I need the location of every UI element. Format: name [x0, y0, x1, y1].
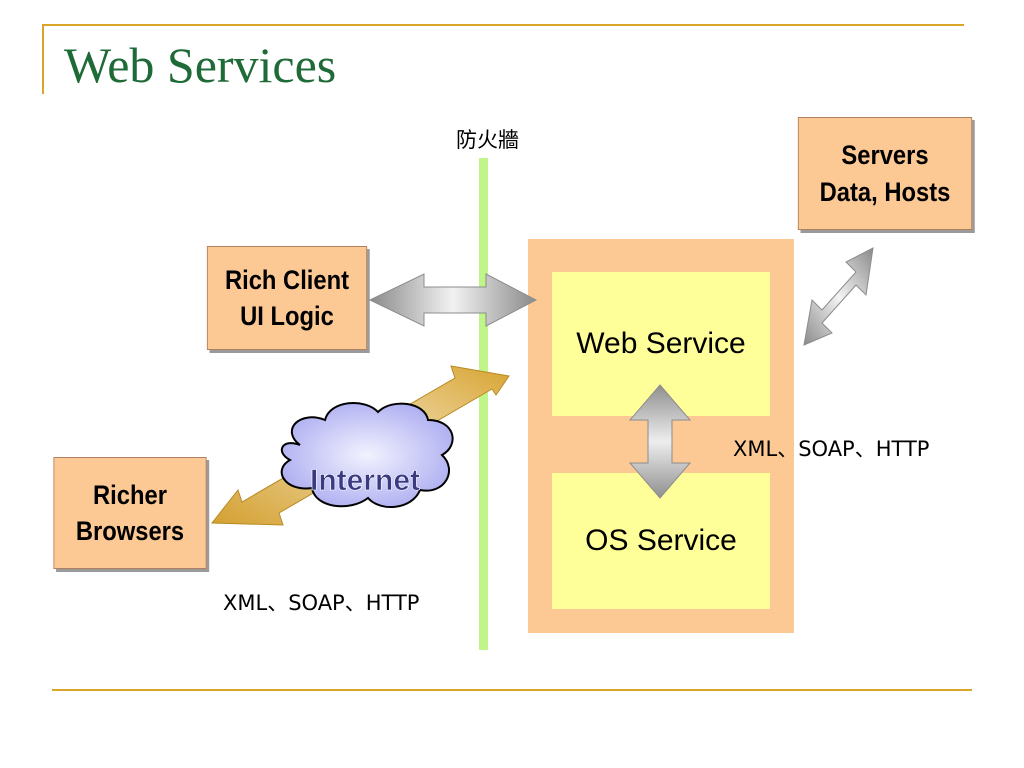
top-rule: [44, 24, 964, 26]
servers-line-1: Servers: [841, 140, 929, 171]
rich-client-box: Rich Client UI Logic: [206, 246, 368, 350]
richer-browsers-line-2: Browsers: [75, 516, 185, 546]
rich-client-line-1: Rich Client: [224, 264, 350, 295]
os-service-label: OS Service: [585, 524, 737, 557]
web-service-label: Web Service: [576, 327, 746, 360]
bottom-rule: [52, 689, 972, 691]
protocol-label-bottom: XML、SOAP、HTTP: [223, 591, 420, 615]
client-webservice-arrow: [368, 273, 538, 327]
internet-cloud: Internet: [280, 401, 454, 509]
slide-title: Web Services: [64, 37, 337, 93]
firewall-line: [479, 158, 488, 650]
richer-browsers-line-1: Richer: [93, 479, 167, 510]
servers-box: Servers Data, Hosts: [797, 117, 973, 230]
webservice-servers-arrow: [803, 247, 874, 346]
richer-browsers-box: Richer Browsers: [53, 457, 207, 569]
internet-label: Internet: [310, 464, 420, 497]
firewall-label: 防火牆: [456, 128, 519, 152]
protocol-label-right: XML、SOAP、HTTP: [733, 437, 930, 461]
servers-line-2: Data, Hosts: [819, 176, 951, 207]
webservice-os-arrow: [628, 384, 692, 499]
left-rule: [42, 24, 44, 94]
rich-client-line-2: UI Logic: [240, 301, 334, 331]
